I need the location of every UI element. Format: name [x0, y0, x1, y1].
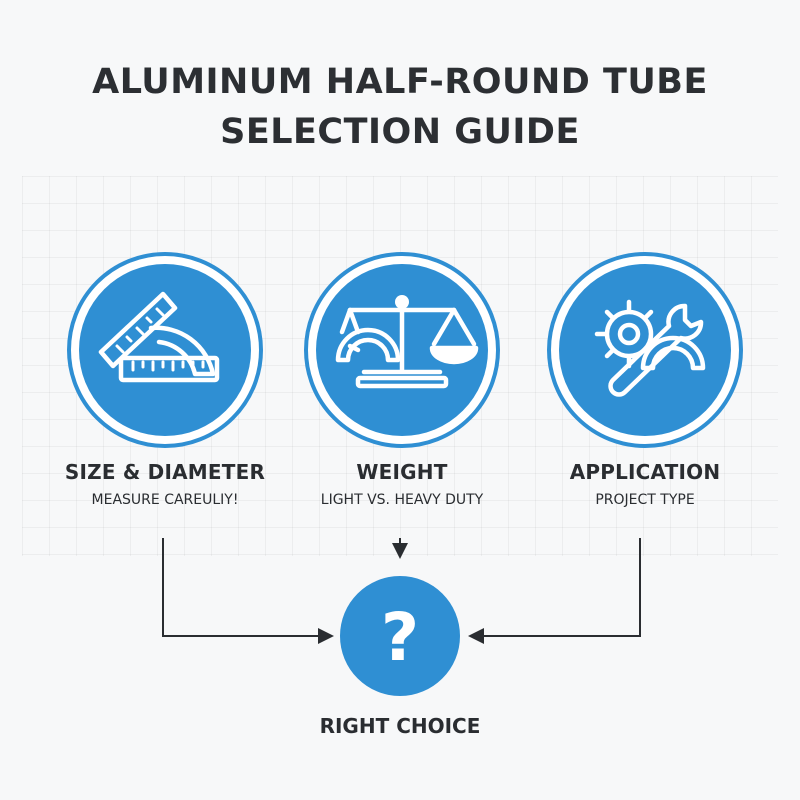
factor-label-weight: WEIGHT	[356, 460, 448, 484]
ruler-protractor-icon	[67, 252, 263, 448]
connector-application-to-result	[468, 538, 641, 644]
result-label: RIGHT CHOICE	[319, 714, 481, 738]
factor-label-size: SIZE & DIAMETER	[64, 460, 266, 484]
result-symbol: ?	[381, 599, 419, 676]
page-title-line-1: ALUMINUM HALF-ROUND TUBE	[92, 62, 708, 102]
connector-size-to-result	[162, 538, 334, 644]
question-mark-icon: ?	[340, 576, 460, 696]
factor-sublabel-weight: LIGHT VS. HEAVY DUTY	[320, 492, 484, 508]
balance-scale-icon	[304, 252, 500, 448]
factor-label-application: APPLICATION	[569, 460, 721, 484]
gear-wrench-icon	[547, 252, 743, 448]
factor-sublabel-application: PROJECT TYPE	[595, 492, 695, 508]
factor-sublabel-size: MEASURE CAREULIY!	[91, 492, 239, 508]
page-title-line-2: SELECTION GUIDE	[220, 112, 580, 152]
